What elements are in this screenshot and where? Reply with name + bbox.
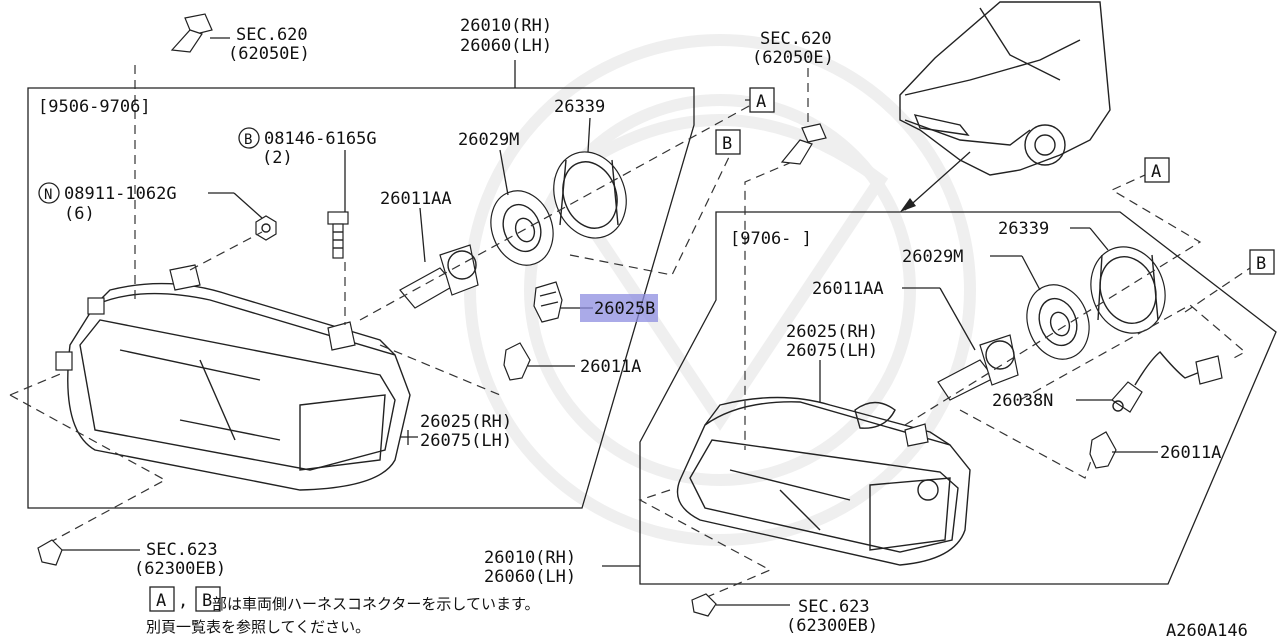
dash-side-r [959, 409, 1093, 479]
clip-sec620-b [780, 123, 827, 165]
bolt-mark: B [244, 132, 252, 148]
label-lamp-r-lh: 26075(LH) [786, 341, 878, 361]
socket-l-leader [499, 149, 509, 196]
label-ring-r: 26339 [998, 219, 1049, 239]
ref-box-a-left [749, 87, 775, 113]
dash-sec620b-down [744, 161, 793, 450]
ref-box-b-left [715, 129, 741, 155]
ref-b-left: B [722, 134, 732, 154]
socket-r-leader-b [1021, 255, 1041, 291]
legend-box-a [149, 586, 175, 612]
left-sidebulb-26011A [503, 342, 531, 381]
bolt-mark-circle [238, 127, 260, 149]
label-harness: 26038N [992, 391, 1053, 411]
label-lamp-l-lh: 26075(LH) [420, 431, 512, 451]
left-headlamp [55, 264, 411, 491]
dash-sec623a [9, 394, 167, 546]
car-silhouette [899, 1, 1111, 176]
car-arrow-head [900, 198, 916, 212]
legend-a: A [156, 591, 166, 611]
ref-b-right: B [1256, 254, 1266, 274]
label-sec623-b: SEC.623 [798, 597, 870, 617]
bulb-l-leader [419, 207, 426, 263]
right-headlamp [676, 396, 971, 566]
label-ring-l: 26339 [554, 97, 605, 117]
label-socket-l: 26029M [458, 130, 519, 150]
clip-sec620-a [170, 13, 213, 53]
bulb-r-leader-b [939, 287, 976, 351]
nut-mark: N [44, 187, 52, 203]
legend-box-b [195, 586, 221, 612]
label-side-r: 26011A [1160, 443, 1221, 463]
right-frame [639, 211, 1277, 585]
label-asm-bot-rh: 26010(RH) [484, 548, 576, 568]
label-nut-qty: (6) [64, 204, 95, 224]
left-ring-26339 [553, 151, 627, 239]
note-line-2: 別頁一覧表を参照してください。 [146, 618, 370, 636]
label-asm-top-rh: 26010(RH) [460, 16, 552, 36]
label-sec620-a: SEC.620 [236, 25, 308, 45]
ref-a-left: A [756, 92, 766, 112]
label-socket-r: 26029M [902, 247, 963, 267]
nut-part [255, 215, 277, 241]
right-bulb-26011AA [937, 334, 1019, 401]
label-lamp-l-rh: 26025(RH) [420, 412, 512, 432]
label-sec620-b: SEC.620 [760, 29, 832, 49]
right-harness-26038N [1111, 351, 1223, 413]
label-sec623-b-sub: (62300EB) [786, 616, 878, 636]
label-bolt-qty: (2) [262, 148, 293, 168]
dash-harness [1019, 304, 1247, 401]
label-bulb-r: 26011AA [812, 279, 884, 299]
left-bulb-26025B [533, 281, 563, 323]
note-line-1: 部は車両側ハーネスコネクターを示しています。 [212, 595, 539, 613]
label-date-right: [9706- ] [730, 229, 812, 249]
label-asm-bot-lh: 26060(LH) [484, 567, 576, 587]
bolt-part [327, 211, 349, 259]
dash-ref-b-right [1184, 267, 1251, 313]
ref-box-a-right [1144, 157, 1170, 183]
legend-sep: , [178, 591, 188, 611]
dash-left-edge [9, 371, 66, 396]
label-bolt: 08146-6165G [264, 129, 377, 149]
dash-side-l [379, 344, 501, 396]
label-bulb-l: 26011AA [380, 189, 452, 209]
right-ring-26339 [1090, 246, 1166, 334]
right-sidebulb-26011A [1089, 431, 1117, 469]
car-arrow [904, 151, 971, 211]
ref-a-right: A [1151, 162, 1161, 182]
dash-sec623b [638, 489, 772, 601]
label-nut: 08911-1062G [64, 184, 177, 204]
diagram-id: A260A146 [1166, 621, 1248, 639]
label-sec620-a-sub: (62050E) [228, 44, 310, 64]
left-bulb-26011AA [399, 244, 479, 309]
nut-leader-b [233, 192, 263, 219]
clip-sec623-b [691, 593, 717, 617]
label-asm-top-lh: 26060(LH) [460, 36, 552, 56]
nut-mark-circle [38, 182, 60, 204]
label-sec623-a-sub: (62300EB) [134, 559, 226, 579]
clip-sec623-a [37, 539, 63, 566]
label-sec620-b-sub: (62050E) [752, 48, 834, 68]
ref-box-b-right [1249, 249, 1275, 275]
dash-ref-b-left [569, 154, 731, 276]
dash-nut [189, 231, 263, 271]
highlight-26025b [580, 294, 658, 322]
right-socket-26029M [1026, 284, 1090, 360]
dash-ref-a-right [904, 174, 1202, 426]
legend-b: B [202, 591, 212, 611]
label-bulb-hl: 26025B [594, 299, 655, 319]
label-date-left: [9506-9706] [38, 97, 151, 117]
label-lamp-r-rh: 26025(RH) [786, 322, 878, 342]
left-socket-26029M [490, 190, 554, 266]
ring-r-leader-b [1089, 227, 1109, 251]
ring-l-leader [587, 117, 591, 153]
label-side-l: 26011A [580, 357, 641, 377]
label-sec623-a: SEC.623 [146, 540, 218, 560]
